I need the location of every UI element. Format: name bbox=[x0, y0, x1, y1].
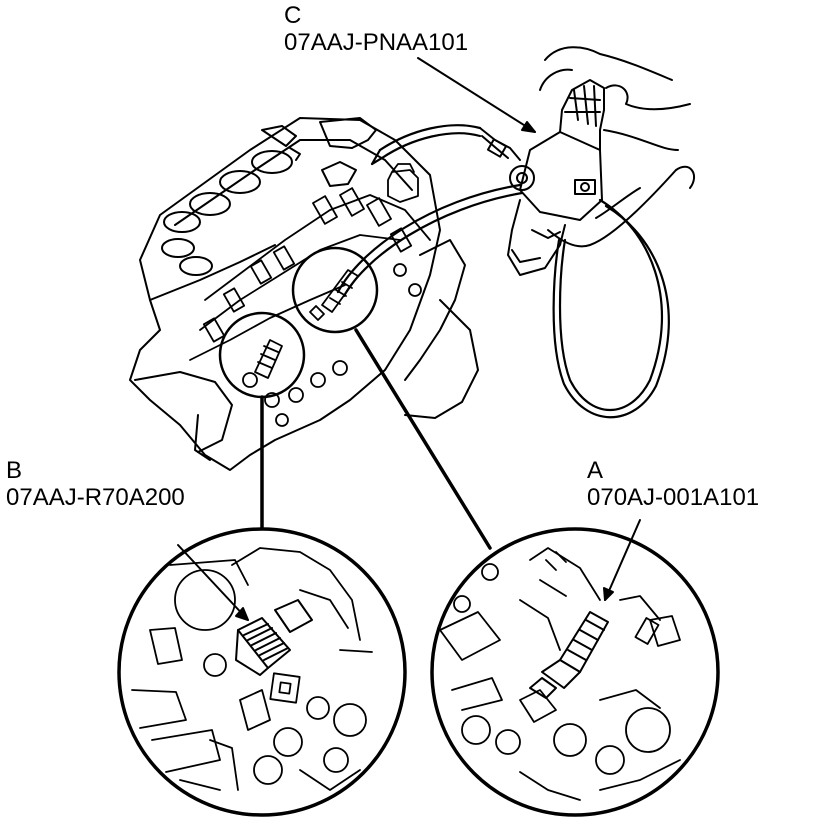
engine-block bbox=[129, 117, 479, 471]
cylinder-head bbox=[189, 163, 431, 427]
detail-circle-a bbox=[430, 527, 720, 817]
callout-c-letter: C bbox=[284, 2, 302, 29]
callout-b-letter: B bbox=[6, 457, 23, 484]
callout-a-letter: A bbox=[587, 457, 604, 484]
detail-connectors bbox=[260, 328, 492, 550]
callout-c-part-number: 07AAJ-PNAA101 bbox=[284, 29, 469, 56]
adapter-a-small bbox=[309, 269, 359, 321]
valve-cover-ovals bbox=[161, 117, 377, 276]
callout-c: C 07AAJ-PNAA101 bbox=[284, 2, 468, 56]
leader-lines bbox=[177, 57, 641, 621]
callout-b-part-number: 07AAJ-R70A200 bbox=[6, 484, 185, 511]
leakdown-gauge bbox=[479, 46, 695, 276]
detail-circle-b bbox=[117, 527, 407, 817]
gauge-hose bbox=[336, 124, 670, 419]
callout-b: B 07AAJ-R70A200 bbox=[6, 457, 185, 511]
adapter-b-small bbox=[254, 339, 283, 379]
callout-a: A 070AJ-001A101 bbox=[587, 457, 759, 511]
callout-a-part-number: 070AJ-001A101 bbox=[587, 484, 760, 511]
